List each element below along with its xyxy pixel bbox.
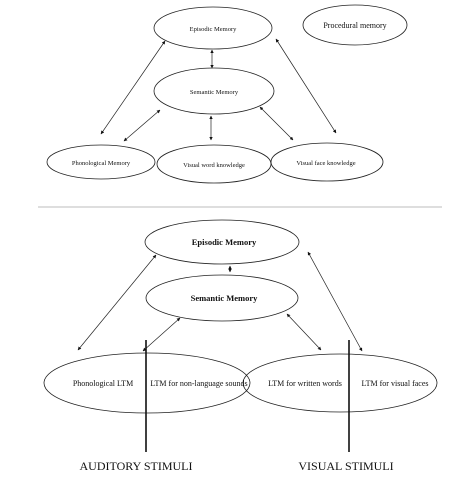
top-visual-face-ellipse [270,142,384,182]
top-arrow-episodic-visualface [275,38,337,134]
bottom-arrow-episodic-visual [307,251,363,352]
top-arrows [100,38,337,142]
top-arrow-episodic-phonological [100,40,166,135]
auditory-stimuli-label: AUDITORY STIMULI [80,459,193,473]
bottom-episodic-label: Episodic Memory [192,237,257,247]
top-arrow-semantic-phonological [123,109,161,142]
bottom-arrows [77,251,363,352]
bottom-written-words-label: LTM for written words [268,379,342,388]
top-episodic-label: Episodic Memory [190,26,238,33]
bottom-non-language-label: LTM for non-language sounds [150,379,247,388]
top-visual-face-label: Visual face knowledge [296,160,355,167]
top-procedural-ellipse [302,4,408,46]
bottom-visual-faces-label: LTM for visual faces [361,379,428,388]
bottom-visual-ellipse [242,353,438,413]
bottom-labels: Episodic Memory Semantic Memory Phonolog… [73,237,429,473]
top-phonological-label: Phonological Memory [72,160,131,167]
top-visual-word-label: Visual word knowledge [183,162,245,169]
bottom-arrow-semantic-visual [286,313,322,351]
top-episodic-ellipse [153,6,273,50]
stimulus-lines [145,340,350,452]
bottom-phonological-ellipse [43,352,251,414]
bottom-arrow-semantic-phonological [142,317,181,352]
top-diagram [46,4,408,184]
top-phonological-ellipse [46,144,156,180]
bottom-episodic-ellipse [144,219,300,265]
top-semantic-label: Semantic Memory [190,89,239,96]
top-procedural-label: Procedural memory [323,21,386,30]
top-labels: Episodic Memory Procedural memory Semant… [72,21,387,169]
bottom-arrow-episodic-phonological [77,254,157,351]
visual-stimuli-label: VISUAL STIMULI [298,459,393,473]
top-arrow-semantic-visualface [259,106,294,141]
bottom-semantic-label: Semantic Memory [191,293,259,303]
bottom-phonological-label: Phonological LTM [73,379,133,388]
